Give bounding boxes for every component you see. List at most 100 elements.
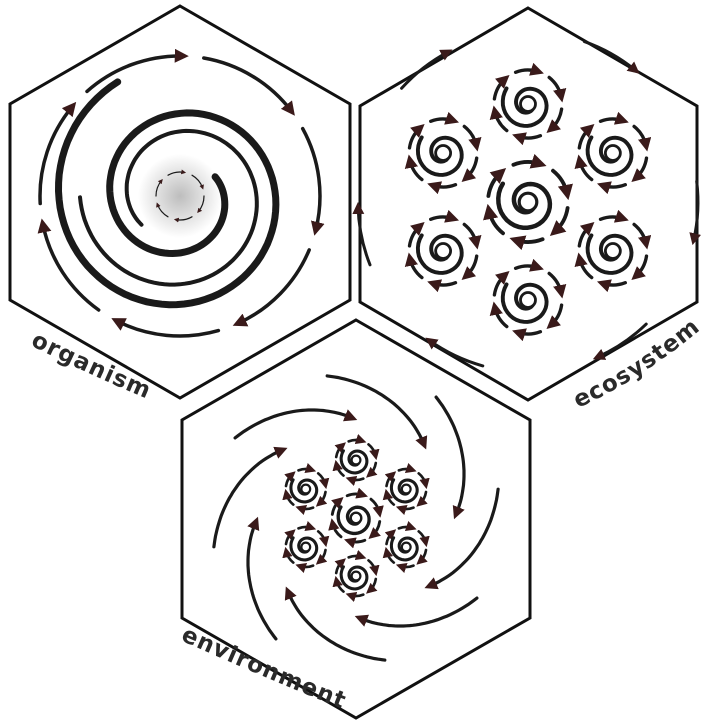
cycle-arrow <box>369 444 376 456</box>
environment-flow-arrow <box>429 489 498 586</box>
swirl-cell <box>332 494 379 542</box>
swirl-core <box>351 513 362 524</box>
organism-core <box>138 154 222 238</box>
cycle-arrow <box>319 492 326 504</box>
swirl-cell <box>286 469 326 509</box>
swirl-core <box>436 244 451 259</box>
cycle-arrow <box>432 283 455 285</box>
cycle-arrow <box>299 566 313 567</box>
swirl-core <box>521 97 536 112</box>
cycle-arrow <box>299 527 313 528</box>
swirl-cell <box>387 527 427 567</box>
environment-swirl-cluster <box>286 440 426 596</box>
swirl-cell <box>286 527 326 567</box>
cycle-arrow <box>464 126 476 146</box>
swirl-cell <box>336 556 376 596</box>
cycle-arrow <box>602 185 625 187</box>
environment-flow-arrow <box>436 397 464 514</box>
ecosystem-hexagon <box>358 8 698 400</box>
cycle-arrow <box>601 119 624 121</box>
organism-outer-arrow <box>303 129 320 231</box>
cycle-arrow <box>350 479 364 480</box>
swirl-core <box>352 456 361 465</box>
cycle-arrow <box>517 332 540 334</box>
cycle-arrow <box>513 162 540 165</box>
cycle-arrow <box>635 256 646 276</box>
ecosystem-edge-arrow <box>429 340 483 366</box>
environment-flow-arrow <box>235 410 352 438</box>
cycle-arrow <box>349 556 363 557</box>
cycle-arrow <box>369 560 376 572</box>
swirl-cell <box>410 119 477 187</box>
ecosystem-edge-arrow <box>402 52 449 89</box>
swirl-core <box>519 193 537 211</box>
swirl-core <box>521 293 536 308</box>
cycle-arrow <box>551 305 562 325</box>
cycle-arrow <box>634 126 646 146</box>
environment-flow-arrow <box>214 450 283 547</box>
cycle-arrow <box>516 70 539 72</box>
cycle-arrow <box>319 550 326 562</box>
environment-flow-arrow <box>288 591 385 660</box>
organism-outer-arrow <box>87 56 183 91</box>
cycle-arrow <box>399 527 413 528</box>
swirl-cell <box>494 70 561 138</box>
cycle-arrow <box>466 256 477 276</box>
swirl-core <box>301 543 310 552</box>
cycle-arrow <box>517 136 540 138</box>
cycle-arrow <box>634 224 646 244</box>
cycle-arrow <box>549 77 561 97</box>
organism-label: organism <box>27 327 155 404</box>
cycle-arrow <box>372 522 380 536</box>
cycle-arrow <box>318 473 325 485</box>
swirl-core <box>605 244 620 259</box>
swirl-cell <box>579 119 646 187</box>
cycle-arrow <box>299 508 313 509</box>
cycle-arrow <box>553 171 567 194</box>
cycle-arrow <box>549 273 561 293</box>
ecosystem-swirl-cluster <box>358 42 698 366</box>
swirl-core <box>301 485 310 494</box>
cycle-arrow <box>601 217 624 219</box>
cycle-arrow <box>516 266 539 268</box>
environment-flow-arrow <box>327 376 424 445</box>
swirl-cell <box>336 440 376 480</box>
swirl-cell <box>488 162 567 242</box>
cycle-arrow <box>466 158 477 178</box>
cycle-arrow <box>399 469 413 470</box>
cycle-arrow <box>400 508 414 509</box>
cycle-arrow <box>318 531 325 543</box>
swirl-cell <box>579 217 646 285</box>
cycle-arrow <box>432 185 455 187</box>
cycle-arrow <box>299 469 313 470</box>
cycle-arrow <box>348 540 364 542</box>
cycle-arrow <box>419 531 426 543</box>
cycle-arrow <box>555 208 568 232</box>
cycle-arrow <box>431 217 454 219</box>
cycle-arrow <box>350 595 364 596</box>
cycle-arrow <box>420 550 427 562</box>
organism-outer-arrow <box>238 250 309 324</box>
cycle-arrow <box>420 492 427 504</box>
cycle-arrow <box>551 109 562 129</box>
cycle-arrow <box>349 440 363 441</box>
cycle-arrow <box>400 566 414 567</box>
swirl-core <box>402 485 411 494</box>
swirl-core <box>402 543 411 552</box>
cycle-arrow <box>419 473 426 485</box>
organism-outer-arrow <box>204 58 292 111</box>
swirl-cell <box>494 266 561 334</box>
swirl-cell <box>410 217 477 285</box>
cycle-arrow <box>464 224 476 244</box>
cycle-arrow <box>602 283 625 285</box>
swirl-core <box>436 146 451 161</box>
organism-outer-arrow <box>116 321 218 336</box>
cycle-arrow <box>347 494 363 496</box>
swirl-core <box>605 146 620 161</box>
environment-flow-arrow <box>360 598 477 626</box>
environment-flow-arrow <box>248 522 276 639</box>
cycle-arrow <box>369 463 376 475</box>
cycle-arrow <box>369 579 376 591</box>
cycle-arrow <box>371 499 380 513</box>
